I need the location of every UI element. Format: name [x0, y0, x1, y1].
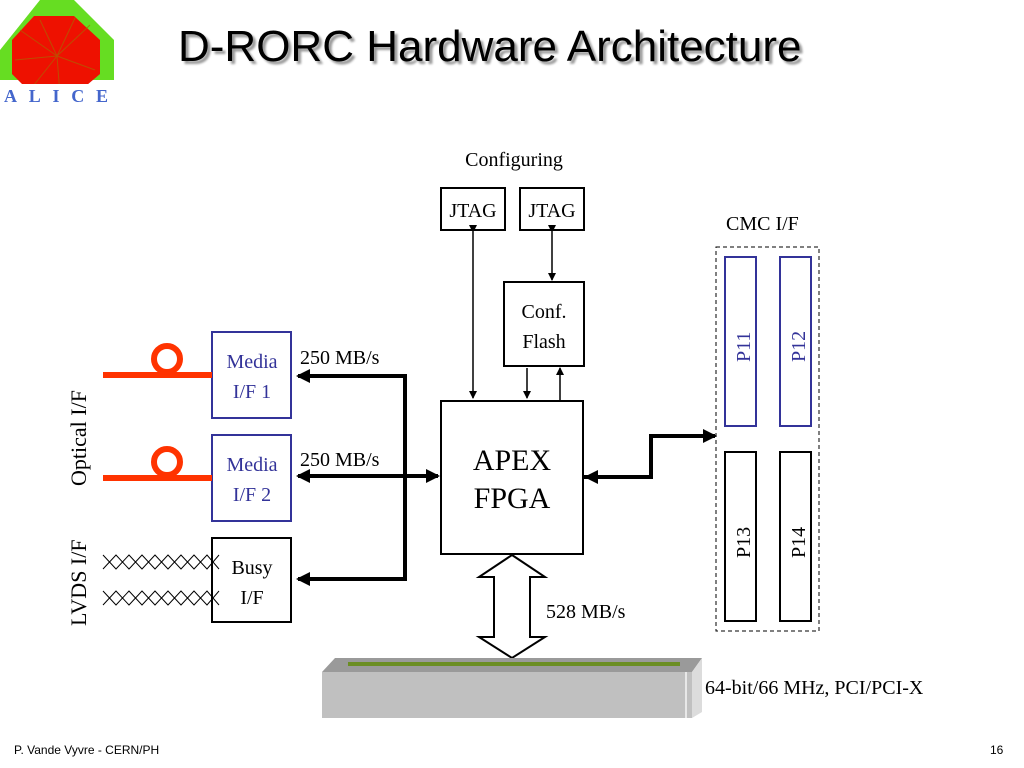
media-if-2-line1: Media: [226, 454, 277, 476]
media-if-1-box: Media I/F 1: [211, 331, 292, 419]
footer-author: P. Vande Vyvre - CERN/PH: [14, 743, 160, 757]
fpga-line2: FPGA: [474, 482, 551, 515]
logo-text: ALICE: [4, 86, 108, 106]
page-number: 16: [990, 743, 1004, 757]
media-if-1-line2: I/F 1: [233, 381, 271, 403]
fpga-cmc-arrowhead: [584, 470, 598, 484]
connector-p12-label: P12: [788, 331, 810, 362]
pci-spec-label: 64-bit/66 MHz, PCI/PCI-X: [705, 677, 924, 699]
lvds-if-label: LVDS I/F: [66, 539, 91, 626]
configuring-label: Configuring: [465, 149, 563, 171]
connector-p11-label: P11: [733, 332, 755, 362]
jtag-label-2: JTAG: [528, 200, 575, 222]
connector-p14-label: P14: [788, 527, 810, 558]
fpga-to-cmc-bus: [583, 429, 717, 479]
pci-bus-double-arrow: [475, 553, 549, 660]
bus-to-media-1: [296, 369, 407, 476]
connector-p13: P13: [724, 451, 757, 622]
connector-p14: P14: [779, 451, 812, 622]
busy-if-line2: I/F: [240, 587, 263, 609]
media-if-2-box: Media I/F 2: [211, 434, 292, 522]
busy-if-box: Busy I/F: [211, 537, 292, 623]
optical-if-label: Optical I/F: [66, 390, 91, 486]
optical-fiber-2: [103, 446, 212, 481]
jtag-box-2: JTAG: [519, 187, 585, 231]
connector-p13-label: P13: [733, 527, 755, 558]
bus-to-busy-if: [296, 476, 407, 586]
fpga-line1: APEX: [473, 444, 552, 477]
pci-rate-label: 528 MB/s: [546, 601, 626, 623]
optical-fiber-1: [103, 343, 212, 378]
pci-connector-icon: [322, 658, 702, 718]
media-if-1-line1: Media: [226, 351, 277, 373]
rate-label-2: 250 MB/s: [300, 449, 380, 471]
jtag-label-1: JTAG: [449, 200, 496, 222]
lvds-twisted-pairs: [102, 554, 220, 606]
conf-flash-box: Conf. Flash: [503, 281, 585, 367]
cmc-if-label: CMC I/F: [726, 213, 799, 235]
alice-logo-icon: ALICE: [0, 0, 114, 106]
connector-p12: P12: [779, 256, 812, 427]
connector-p11: P11: [724, 256, 757, 427]
fpga-box: APEX FPGA: [440, 400, 584, 555]
fpga-media-arrowhead: [426, 469, 440, 483]
busy-if-line1: Busy: [231, 557, 272, 579]
conf-flash-line2: Flash: [522, 331, 565, 353]
cmc-if-boundary: [715, 246, 820, 632]
conf-flash-line1: Conf.: [522, 301, 567, 323]
slide-title: D-RORC Hardware Architecture: [178, 22, 802, 71]
rate-label-1: 250 MB/s: [300, 347, 380, 369]
media-if-2-line2: I/F 2: [233, 484, 271, 506]
jtag-box-1: JTAG: [440, 187, 506, 231]
